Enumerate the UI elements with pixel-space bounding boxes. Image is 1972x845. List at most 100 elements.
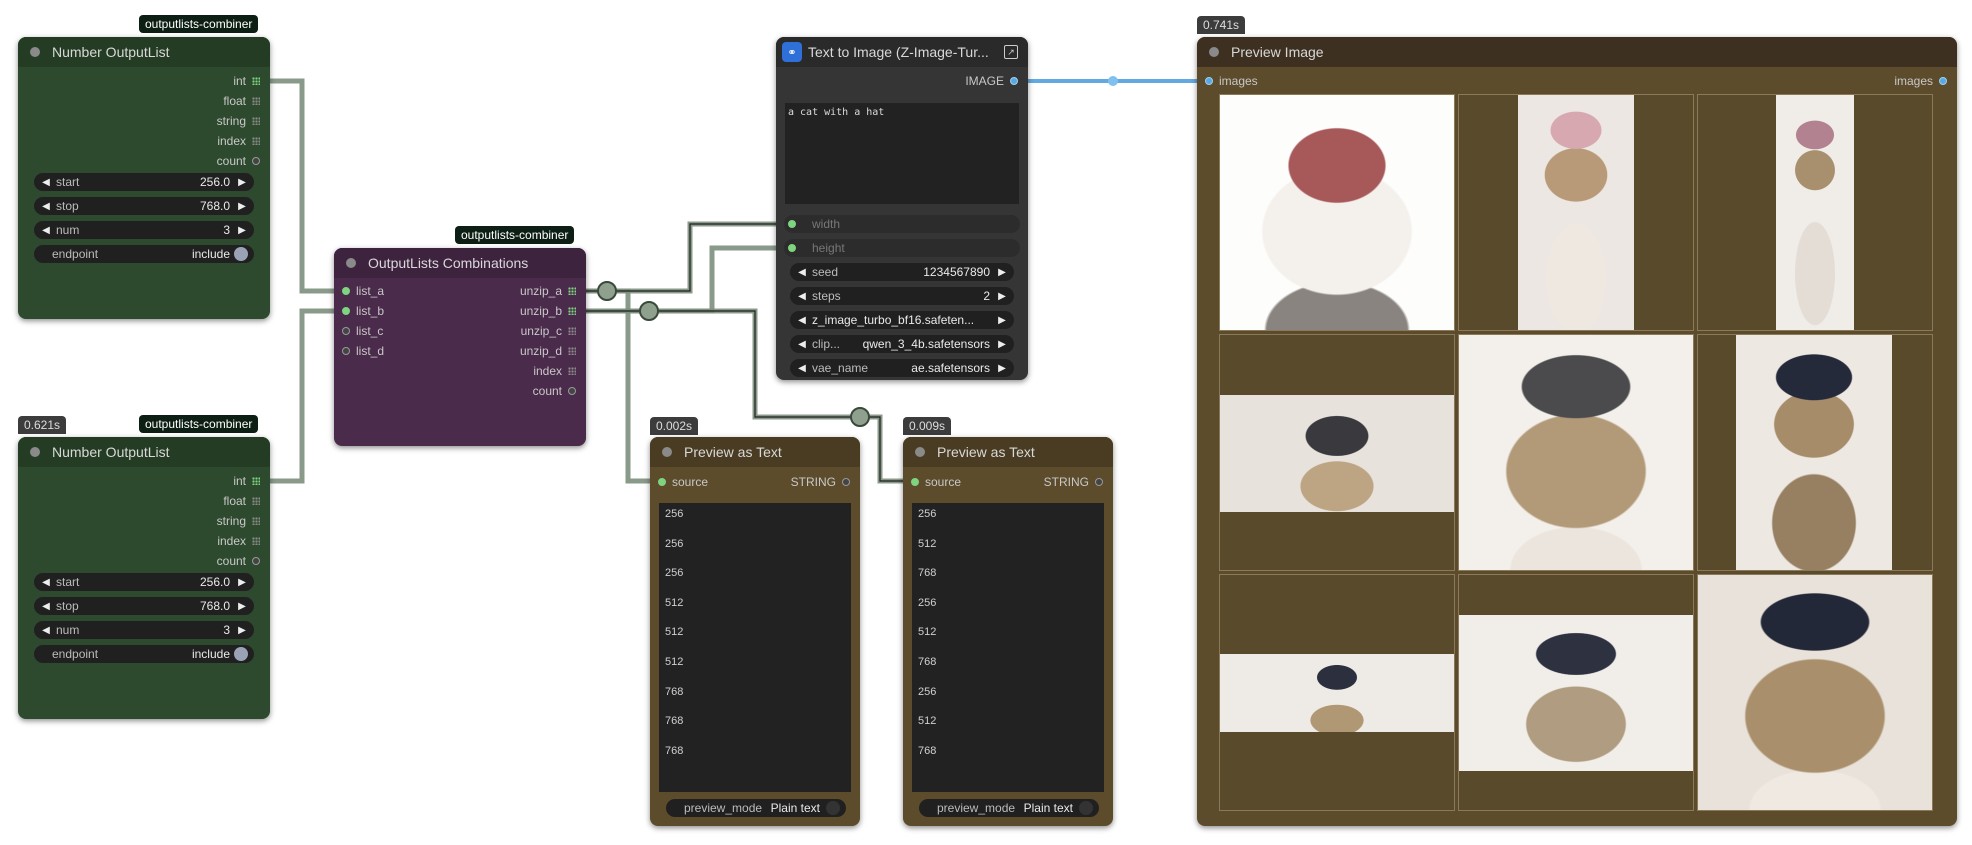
collapse-dot-icon[interactable] [30,47,40,57]
input-slot-icon[interactable] [1205,77,1213,85]
image-thumbnail[interactable] [1697,574,1933,811]
node-header[interactable]: ⚭ Text to Image (Z-Image-Tur... ↗ [776,37,1028,67]
circle-slot-icon[interactable] [842,478,850,486]
node-header[interactable]: Preview as Text [650,437,860,467]
right-arrow-icon[interactable]: ▶ [238,200,246,212]
input-slot-icon[interactable] [911,478,919,486]
output-string[interactable]: string [217,514,260,528]
toggle-knob-icon[interactable] [234,247,248,261]
image-thumbnail[interactable] [1458,94,1694,331]
grid-slot-icon[interactable] [252,77,260,85]
input-source[interactable]: source [658,475,708,489]
node-header[interactable]: Preview Image [1197,37,1957,67]
grid-slot-icon[interactable] [252,137,260,145]
left-arrow-icon[interactable]: ◀ [42,200,50,212]
left-arrow-icon[interactable]: ◀ [798,266,806,278]
image-thumbnail[interactable] [1697,334,1933,571]
image-thumbnail[interactable] [1458,334,1694,571]
width-input[interactable]: width [784,215,1020,233]
left-arrow-icon[interactable]: ◀ [798,338,806,350]
output-index[interactable]: index [217,134,260,148]
collapse-dot-icon[interactable] [662,447,672,457]
right-arrow-icon[interactable]: ▶ [238,600,246,612]
input-images[interactable]: images [1205,74,1258,88]
circle-slot-icon[interactable] [568,387,576,395]
collapse-dot-icon[interactable] [346,258,356,268]
output-unzip-b[interactable]: unzip_b [520,304,576,318]
left-arrow-icon[interactable]: ◀ [42,176,50,188]
grid-slot-icon[interactable] [252,477,260,485]
text-to-image-node[interactable]: ⚭ Text to Image (Z-Image-Tur... ↗ IMAGE … [776,37,1028,380]
output-index[interactable]: index [533,364,576,378]
left-arrow-icon[interactable]: ◀ [798,314,806,326]
left-arrow-icon[interactable]: ◀ [42,624,50,636]
node-header[interactable]: Number OutputList [18,37,270,67]
right-arrow-icon[interactable]: ▶ [998,266,1006,278]
output-string[interactable]: STRING [791,475,850,489]
output-index[interactable]: index [217,534,260,548]
grid-slot-icon[interactable] [252,97,260,105]
input-list-a[interactable]: list_a [342,284,384,298]
left-arrow-icon[interactable]: ◀ [798,362,806,374]
grid-slot-icon[interactable] [568,307,576,315]
right-arrow-icon[interactable]: ▶ [238,624,246,636]
input-slot-icon[interactable] [788,244,796,252]
collapse-dot-icon[interactable] [30,447,40,457]
left-arrow-icon[interactable]: ◀ [42,576,50,588]
prompt-textarea[interactable]: a cat with a hat [785,103,1019,204]
output-string[interactable]: string [217,114,260,128]
input-slot-icon[interactable] [658,478,666,486]
grid-slot-icon[interactable] [252,517,260,525]
collapse-dot-icon[interactable] [915,447,925,457]
preview-as-text-node[interactable]: Preview as Text source STRING 256 512 76… [903,437,1113,826]
input-slot-icon[interactable] [342,347,350,355]
number-outputlist-node[interactable]: Number OutputList int float string index… [18,437,270,719]
image-thumbnail[interactable] [1219,94,1455,331]
output-unzip-c[interactable]: unzip_c [521,324,576,338]
number-outputlist-node[interactable]: Number OutputList int float string index… [18,37,270,319]
right-arrow-icon[interactable]: ▶ [238,224,246,236]
right-arrow-icon[interactable]: ▶ [998,338,1006,350]
circle-slot-icon[interactable] [1939,77,1947,85]
grid-slot-icon[interactable] [568,327,576,335]
toggle-knob-icon[interactable] [826,801,840,815]
input-source[interactable]: source [911,475,961,489]
circle-slot-icon[interactable] [252,157,260,165]
outputlists-combinations-node[interactable]: OutputLists Combinations list_a list_b l… [334,248,586,446]
output-float[interactable]: float [223,94,260,108]
image-thumbnail[interactable] [1458,574,1694,811]
grid-slot-icon[interactable] [568,287,576,295]
image-thumbnail[interactable] [1219,334,1455,571]
output-unzip-a[interactable]: unzip_a [520,284,576,298]
output-int[interactable]: int [233,474,260,488]
input-list-d[interactable]: list_d [342,344,384,358]
output-float[interactable]: float [223,494,260,508]
right-arrow-icon[interactable]: ▶ [998,314,1006,326]
image-thumbnail[interactable] [1697,94,1933,331]
height-input[interactable]: height [784,239,1020,257]
right-arrow-icon[interactable]: ▶ [238,576,246,588]
open-subgraph-icon[interactable]: ↗ [1004,45,1018,59]
right-arrow-icon[interactable]: ▶ [998,362,1006,374]
output-image[interactable]: IMAGE [965,74,1018,88]
collapse-dot-icon[interactable] [1209,47,1219,57]
output-count[interactable]: count [217,554,260,568]
clip-select[interactable]: ◀clip...qwen_3_4b.safetensors▶ [790,335,1014,353]
model-select[interactable]: ◀z_image_turbo_bf16.safeten...▶ [790,311,1014,329]
right-arrow-icon[interactable]: ▶ [238,176,246,188]
input-slot-icon[interactable] [342,287,350,295]
input-slot-icon[interactable] [788,220,796,228]
output-count[interactable]: count [533,384,576,398]
input-list-c[interactable]: list_c [342,324,383,338]
input-list-b[interactable]: list_b [342,304,384,318]
